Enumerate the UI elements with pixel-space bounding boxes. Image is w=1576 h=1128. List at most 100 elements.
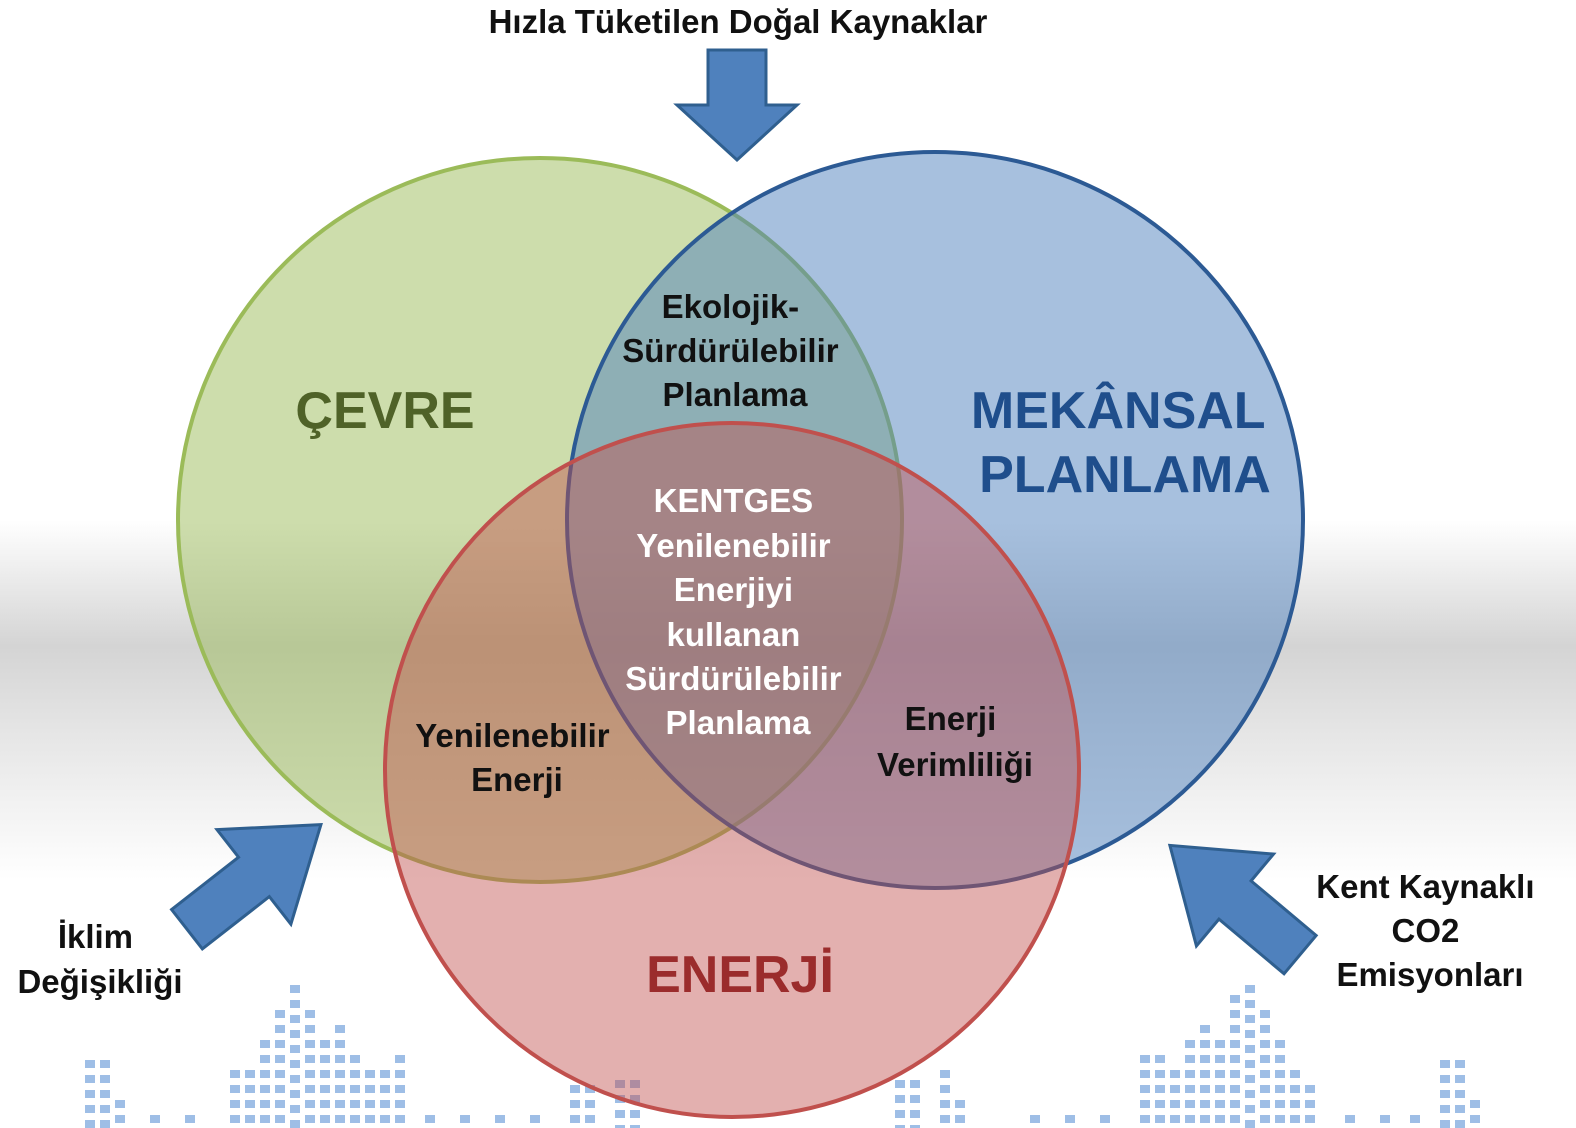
skyline-dot bbox=[85, 1060, 95, 1068]
skyline-dot bbox=[290, 1105, 300, 1113]
skyline-dot bbox=[1260, 1025, 1270, 1033]
skyline-dot bbox=[570, 1085, 580, 1093]
skyline-dot bbox=[335, 1055, 345, 1063]
skyline-dot bbox=[1155, 1055, 1165, 1063]
skyline-dot bbox=[1245, 1075, 1255, 1083]
skyline-dot bbox=[1155, 1100, 1165, 1108]
skyline-dot bbox=[1215, 1040, 1225, 1048]
skyline-dot bbox=[615, 1080, 625, 1088]
skyline-dot bbox=[1245, 1105, 1255, 1113]
skyline-dot bbox=[395, 1100, 405, 1108]
skyline-dot bbox=[260, 1115, 270, 1123]
environment-label: ÇEVRE bbox=[295, 382, 474, 440]
skyline-dot bbox=[1275, 1070, 1285, 1078]
skyline-dot bbox=[1140, 1070, 1150, 1078]
skyline-dot bbox=[425, 1115, 435, 1123]
left-input-label: İklim Değişikliği bbox=[17, 918, 182, 1000]
skyline-dot bbox=[1140, 1055, 1150, 1063]
skyline-dot bbox=[585, 1115, 595, 1123]
skyline-dot bbox=[1455, 1105, 1465, 1113]
skyline-dot bbox=[290, 985, 300, 993]
center-kentges-label: KENTGES Yenilenebilir Enerjiyi kullanan … bbox=[625, 482, 851, 741]
skyline-dot bbox=[100, 1060, 110, 1068]
skyline-dot bbox=[275, 1100, 285, 1108]
skyline-dot bbox=[245, 1085, 255, 1093]
skyline-dot bbox=[1170, 1100, 1180, 1108]
skyline-dot bbox=[1245, 1015, 1255, 1023]
skyline-dot bbox=[1215, 1100, 1225, 1108]
skyline-dot bbox=[320, 1040, 330, 1048]
skyline-dot bbox=[1245, 1090, 1255, 1098]
skyline-dot bbox=[1185, 1070, 1195, 1078]
skyline-dot bbox=[570, 1100, 580, 1108]
skyline-dot bbox=[1455, 1120, 1465, 1128]
skyline-dot bbox=[320, 1115, 330, 1123]
skyline-dot bbox=[1455, 1075, 1465, 1083]
skyline-dot bbox=[320, 1100, 330, 1108]
skyline-dot bbox=[1185, 1055, 1195, 1063]
skyline-dot bbox=[1470, 1100, 1480, 1108]
energy-circle bbox=[383, 421, 1081, 1119]
skyline-dot bbox=[350, 1070, 360, 1078]
skyline-dot bbox=[85, 1090, 95, 1098]
skyline-dot bbox=[1245, 985, 1255, 993]
skyline-dot bbox=[365, 1115, 375, 1123]
right-input-arrow-icon bbox=[1167, 843, 1319, 976]
skyline-dot bbox=[1030, 1115, 1040, 1123]
skyline-dot bbox=[1345, 1115, 1355, 1123]
skyline-dot bbox=[495, 1115, 505, 1123]
skyline-dot bbox=[260, 1085, 270, 1093]
skyline-dot bbox=[85, 1105, 95, 1113]
skyline-dot bbox=[275, 1010, 285, 1018]
skyline-dot bbox=[380, 1115, 390, 1123]
skyline-dot bbox=[395, 1115, 405, 1123]
skyline-dot bbox=[1170, 1070, 1180, 1078]
skyline-dot bbox=[320, 1070, 330, 1078]
skyline-dot bbox=[1410, 1115, 1420, 1123]
skyline-dot bbox=[290, 1045, 300, 1053]
skyline-dot bbox=[365, 1100, 375, 1108]
skyline-dot bbox=[1200, 1025, 1210, 1033]
skyline-dot bbox=[1290, 1115, 1300, 1123]
renewable-energy-label: Yenilenebilir Enerji bbox=[415, 717, 619, 798]
skyline-dot bbox=[305, 1115, 315, 1123]
skyline-dot bbox=[1200, 1115, 1210, 1123]
skyline-dot bbox=[260, 1100, 270, 1108]
skyline-dot bbox=[1260, 1085, 1270, 1093]
skyline-dot bbox=[940, 1085, 950, 1093]
skyline-dot bbox=[275, 1085, 285, 1093]
skyline-dot bbox=[1215, 1085, 1225, 1093]
skyline-dot bbox=[1230, 1010, 1240, 1018]
skyline-dot bbox=[380, 1070, 390, 1078]
city-skyline-decoration bbox=[85, 985, 1480, 1128]
skyline-dot bbox=[305, 1010, 315, 1018]
skyline-dot bbox=[275, 1040, 285, 1048]
skyline-dot bbox=[1440, 1090, 1450, 1098]
skyline-dot bbox=[1185, 1085, 1195, 1093]
skyline-dot bbox=[1100, 1115, 1110, 1123]
skyline-dot bbox=[365, 1085, 375, 1093]
skyline-dot bbox=[115, 1100, 125, 1108]
skyline-dot bbox=[1290, 1085, 1300, 1093]
skyline-dot bbox=[305, 1085, 315, 1093]
skyline-dot bbox=[395, 1070, 405, 1078]
skyline-dot bbox=[115, 1115, 125, 1123]
skyline-dot bbox=[1455, 1090, 1465, 1098]
skyline-dot bbox=[275, 1055, 285, 1063]
skyline-dot bbox=[290, 1075, 300, 1083]
skyline-dot bbox=[1305, 1115, 1315, 1123]
skyline-dot bbox=[260, 1070, 270, 1078]
skyline-dot bbox=[1200, 1040, 1210, 1048]
skyline-dot bbox=[395, 1055, 405, 1063]
skyline-dot bbox=[1215, 1115, 1225, 1123]
skyline-dot bbox=[1200, 1085, 1210, 1093]
skyline-dot bbox=[940, 1115, 950, 1123]
skyline-dot bbox=[1140, 1085, 1150, 1093]
spatial-planning-label: MEKÂNSAL PLANLAMA bbox=[971, 381, 1279, 504]
skyline-dot bbox=[1440, 1060, 1450, 1068]
skyline-dot bbox=[1245, 1120, 1255, 1128]
skyline-dot bbox=[275, 1025, 285, 1033]
skyline-dot bbox=[1290, 1100, 1300, 1108]
skyline-dot bbox=[100, 1090, 110, 1098]
